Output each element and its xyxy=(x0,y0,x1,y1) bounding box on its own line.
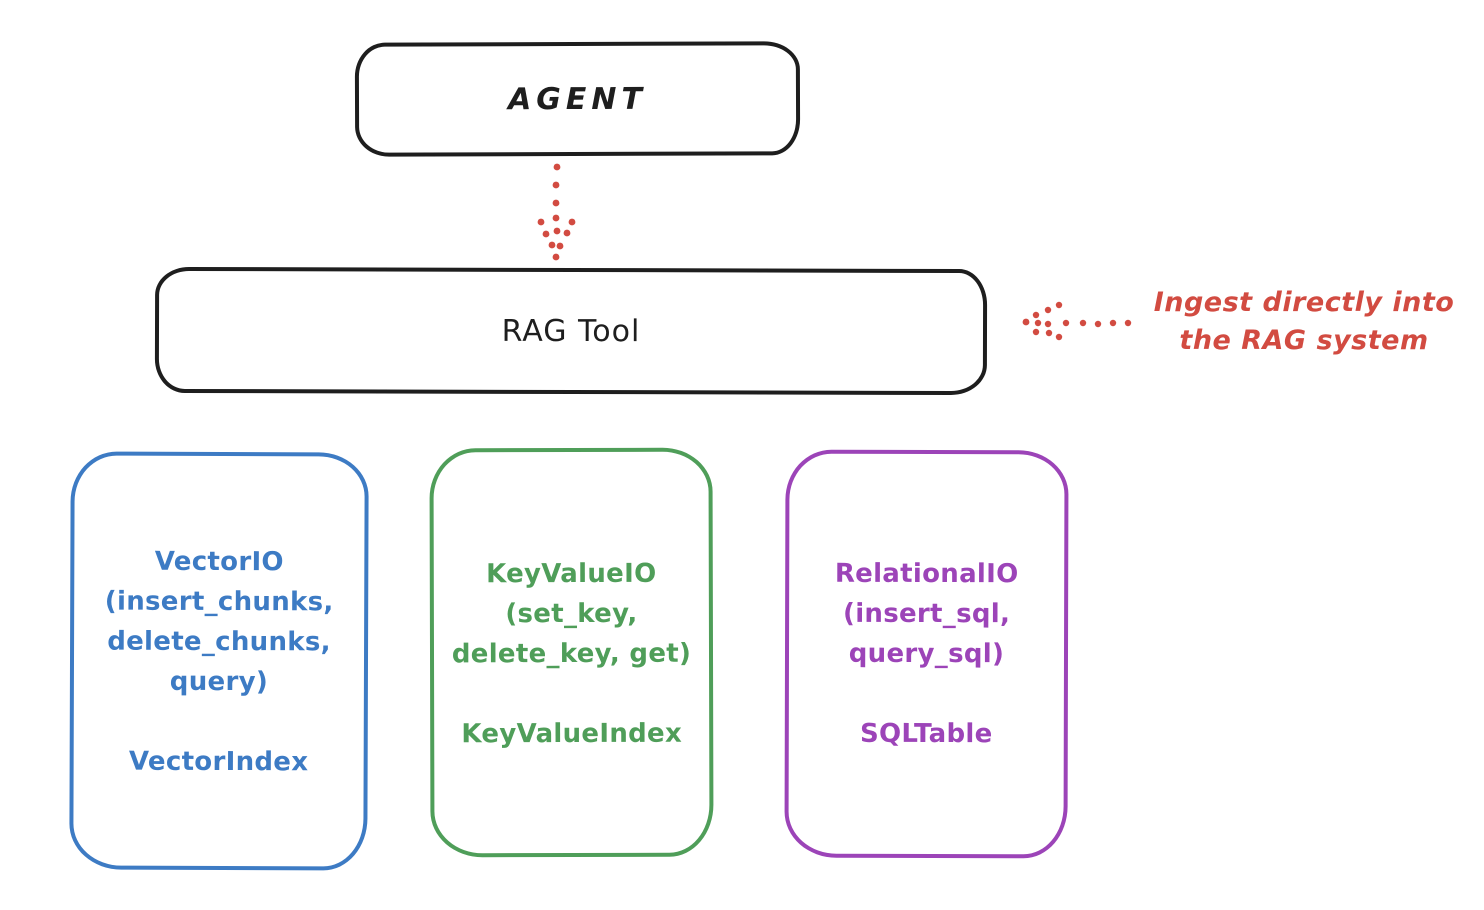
relational-io-line: query_sql) xyxy=(848,638,1005,670)
vector-io-line: query) xyxy=(169,666,269,698)
agent-node: AGENT xyxy=(354,41,801,157)
rag-tool-node: RAG Tool xyxy=(154,266,988,396)
relational-io-line: RelationalIO xyxy=(834,558,1019,590)
dotted-arrow-down-icon xyxy=(537,163,576,261)
relational-io-node: RelationalIO (insert_sql, query_sql) SQL… xyxy=(784,449,1069,859)
vector-io-node: VectorIO (insert_chunks, delete_chunks, … xyxy=(69,451,369,871)
rag-tool-label: RAG Tool xyxy=(501,313,641,349)
dotted-arrow-left-icon xyxy=(1022,301,1132,341)
vector-index-label: VectorIndex xyxy=(128,746,309,778)
ingest-annotation-line2: the RAG system xyxy=(1179,325,1429,356)
keyvalue-io-node: KeyValueIO (set_key, delete_key, get) Ke… xyxy=(429,447,714,858)
spacer xyxy=(434,674,709,715)
vector-io-line: VectorIO xyxy=(154,546,284,578)
agent-label: AGENT xyxy=(507,81,648,117)
spacer xyxy=(789,674,1064,715)
keyvalue-io-line: KeyValueIO xyxy=(486,558,657,590)
vector-io-line: delete_chunks, xyxy=(107,626,331,658)
ingest-annotation-line1: Ingest directly into xyxy=(1153,287,1455,318)
keyvalue-io-line: (set_key, xyxy=(505,598,638,630)
relational-io-line: (insert_sql, xyxy=(842,598,1011,630)
keyvalue-index-label: KeyValueIndex xyxy=(461,718,683,750)
spacer xyxy=(74,701,364,742)
vector-io-line: (insert_chunks, xyxy=(104,586,334,618)
keyvalue-io-line: delete_key, get) xyxy=(451,638,692,670)
ingest-annotation: Ingest directly into the RAG system xyxy=(1128,284,1480,360)
sql-table-label: SQLTable xyxy=(859,718,993,750)
